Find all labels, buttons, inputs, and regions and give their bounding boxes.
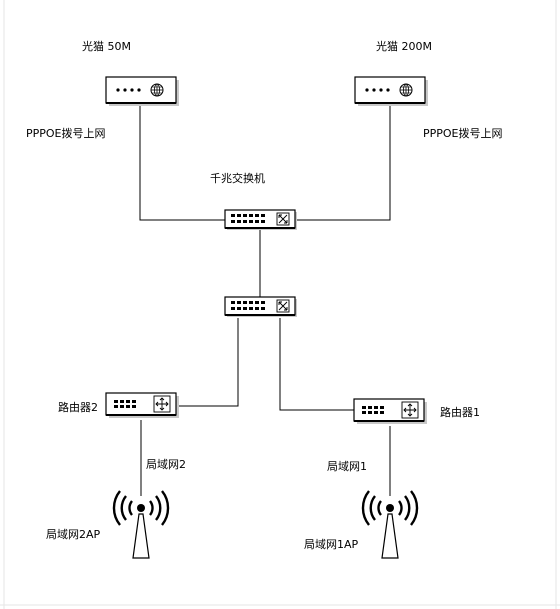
link-switch-to-router1: [279, 318, 354, 411]
modem-left-label: 光猫 50M: [82, 39, 131, 53]
gigabit-switch: [224, 209, 298, 231]
link-switch-to-router2: [176, 318, 239, 407]
router-1-lan-label: 局域网1: [327, 460, 367, 473]
modem-left-link-label: PPPOE拨号上网: [26, 126, 106, 140]
link-modem-right-to-switch: [296, 106, 391, 221]
router-2-label: 路由器2: [58, 400, 98, 414]
access-point-right: [361, 489, 419, 560]
modem-right-label: 光猫 200M: [376, 39, 432, 53]
second-switch: [224, 296, 298, 318]
link-modem-left-to-switch: [139, 106, 226, 221]
gigabit-switch-label: 千兆交换机: [210, 171, 265, 185]
ap-right-label: 局域网1AP: [304, 538, 359, 551]
router-1: [353, 398, 428, 425]
modem-right-link-label: PPPOE拨号上网: [423, 126, 503, 140]
router-1-label: 路由器1: [440, 405, 480, 419]
modem-right: [354, 76, 429, 107]
modem-left: [105, 76, 180, 107]
router-2: [105, 392, 180, 419]
access-point-left: [112, 489, 170, 560]
router-2-lan-label: 局域网2: [146, 458, 186, 471]
connection-lines: [139, 106, 391, 496]
ap-left-label: 局域网2AP: [46, 528, 101, 541]
